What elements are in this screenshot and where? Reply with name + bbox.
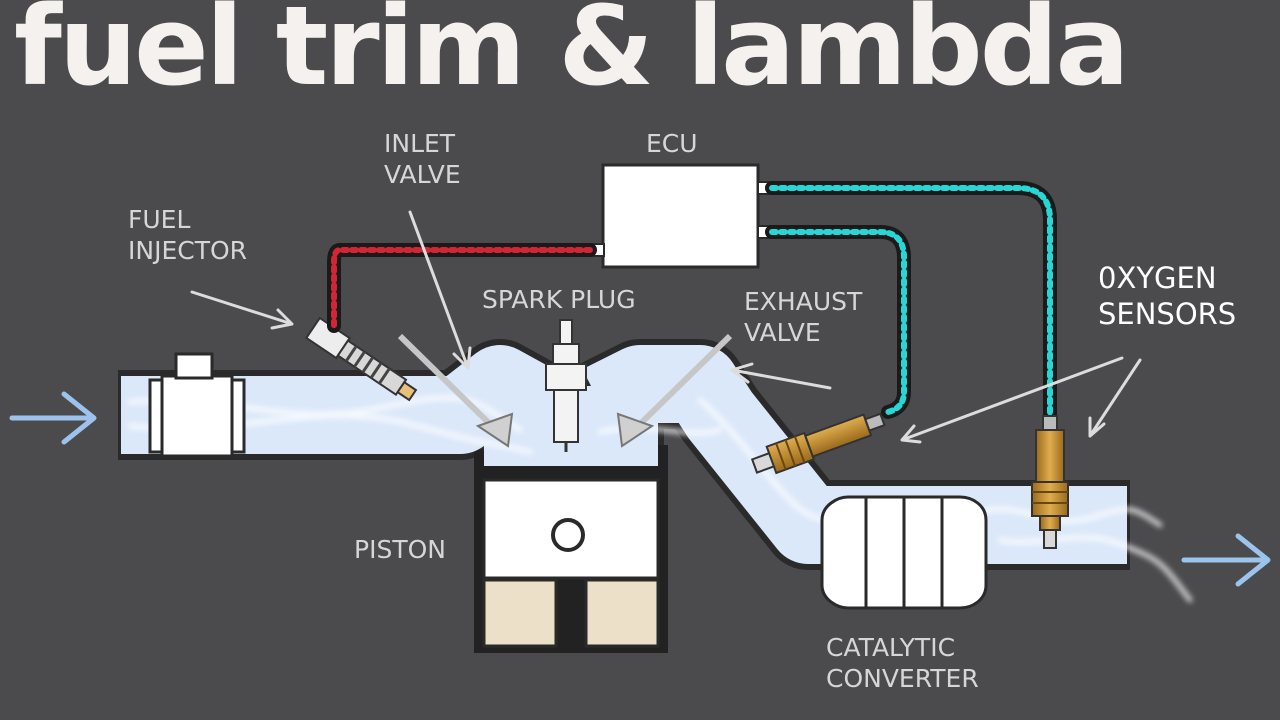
outlet-flow-arrow-icon bbox=[1181, 533, 1271, 587]
oxygen-sensors-label-line1: 0XYGEN bbox=[1098, 261, 1217, 295]
fuel-injector-label-line2: INJECTOR bbox=[128, 236, 248, 266]
fuel-injector bbox=[304, 316, 418, 402]
upstream-oxygen-sensor bbox=[750, 412, 886, 475]
upstream-sensor-wire bbox=[769, 229, 907, 415]
catalytic-converter bbox=[820, 495, 988, 610]
catalytic-converter-label-line2: CONVERTER bbox=[826, 664, 979, 694]
wiring bbox=[327, 181, 1057, 425]
injector-wire bbox=[331, 247, 593, 329]
exhaust-valve-label-line1: EXHAUST bbox=[744, 287, 863, 316]
inlet-valve bbox=[397, 333, 514, 448]
exhaust-valve-label: EXHAUST VALVE bbox=[744, 286, 862, 349]
fuel-injector-label-line1: FUEL bbox=[128, 205, 191, 234]
piston-skirt-right bbox=[584, 578, 660, 648]
catalytic-converter-label-line1: CATALYTIC bbox=[826, 633, 956, 662]
airflow-meter bbox=[148, 352, 246, 458]
inlet-flow-arrow-icon bbox=[9, 391, 97, 445]
piston-skirt-left bbox=[482, 578, 558, 648]
spark-plug bbox=[545, 319, 587, 452]
piston-label: PISTON bbox=[354, 535, 446, 564]
catalytic-converter-label: CATALYTIC CONVERTER bbox=[826, 632, 979, 695]
fuel-injector-label: FUEL INJECTOR bbox=[128, 204, 247, 267]
inlet-valve-label-line2: VALVE bbox=[384, 160, 461, 190]
exhaust-valve-leader bbox=[730, 362, 832, 390]
spark-plug-label: SPARK PLUG bbox=[482, 285, 636, 314]
leader-arrows bbox=[190, 210, 1142, 444]
ecu-box bbox=[589, 163, 773, 269]
oxygen-sensors-label: 0XYGEN SENSORS bbox=[1098, 260, 1236, 333]
exhaust-valve bbox=[616, 333, 733, 448]
fuel-injector-leader bbox=[190, 290, 294, 330]
inlet-valve-label-line1: INLET bbox=[384, 129, 456, 158]
oxygen-sensor-leader-downstream bbox=[1088, 358, 1142, 438]
oxygen-sensor-leader-upstream bbox=[900, 356, 1124, 444]
inlet-valve-label: INLET VALVE bbox=[384, 128, 461, 191]
inlet-valve-leader bbox=[408, 210, 472, 370]
exhaust-valve-label-line2: VALVE bbox=[744, 318, 821, 348]
piston-pin bbox=[551, 518, 585, 552]
oxygen-sensors-label-line2: SENSORS bbox=[1098, 297, 1237, 332]
piston bbox=[482, 478, 660, 648]
ecu-label: ECU bbox=[646, 129, 698, 158]
downstream-oxygen-sensor bbox=[1031, 415, 1069, 549]
downstream-sensor-wire bbox=[769, 185, 1053, 421]
headline: fuel trim & lambda bbox=[14, 0, 1130, 110]
